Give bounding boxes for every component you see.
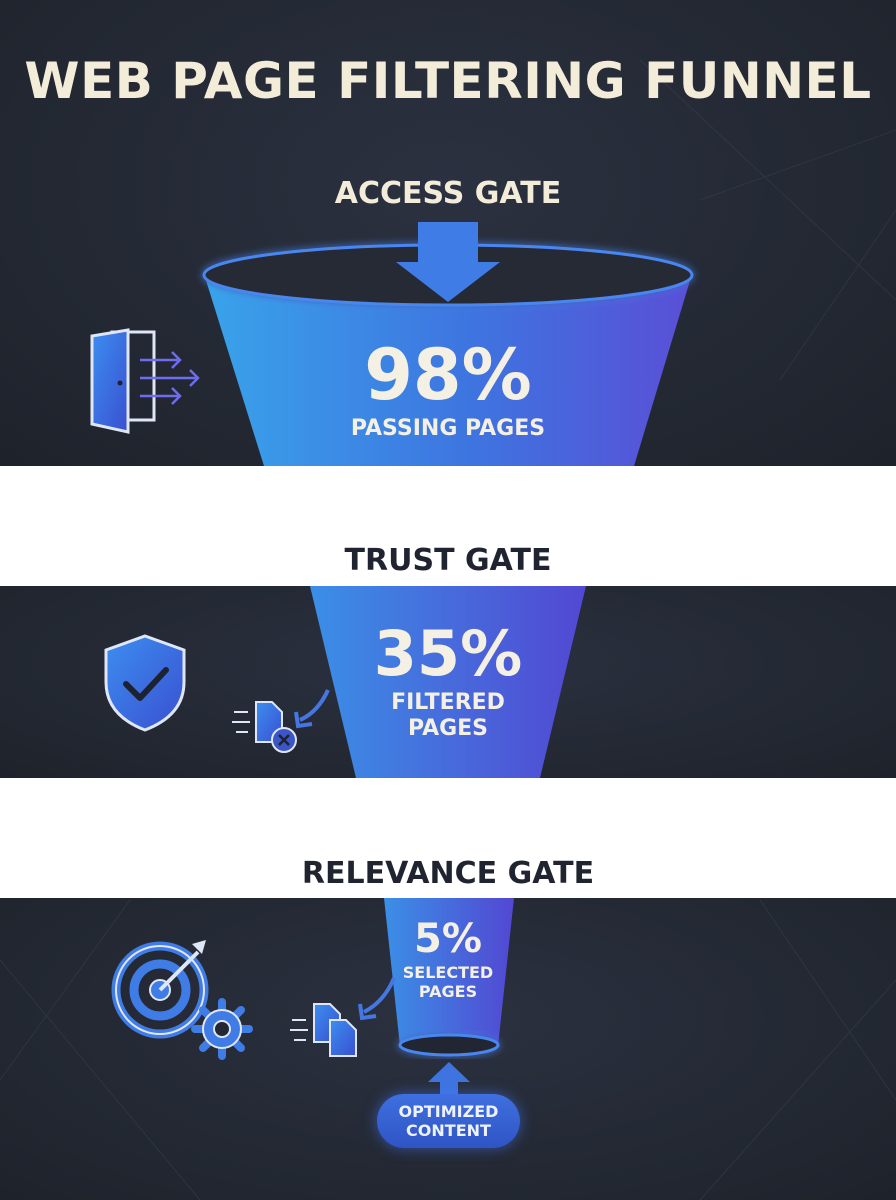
- stat-relevance-caption-line2: PAGES: [418, 982, 478, 1002]
- gate-label-trust: TRUST GATE: [344, 543, 552, 578]
- funnel-stage-relevance: [384, 898, 514, 1094]
- gate-label-relevance: RELEVANCE GATE: [301, 856, 595, 891]
- stat-trust-caption-line1: FILTERED: [391, 690, 505, 715]
- shield-check-icon: [104, 634, 186, 732]
- stat-trust: 35% FILTERED PAGES: [348, 618, 548, 743]
- rejected-document-icon: [232, 689, 330, 753]
- stat-trust-caption-line2: PAGES: [407, 716, 489, 742]
- optimized-content-button[interactable]: OPTIMIZED CONTENT: [377, 1094, 520, 1148]
- stat-trust-percent: 35%: [373, 617, 523, 690]
- funnel-stage-access: [202, 222, 694, 466]
- page-title: WEB PAGE FILTERING FUNNEL: [24, 52, 872, 110]
- background-lines: [0, 59, 896, 1200]
- stat-access-caption: PASSING PAGES: [350, 416, 546, 441]
- stat-relevance-percent: 5%: [414, 916, 482, 962]
- target-icon: [111, 940, 209, 1039]
- funnel-stage-trust: [310, 586, 586, 778]
- gate-label-access: ACCESS GATE: [334, 176, 562, 211]
- white-band-trust: [0, 466, 896, 586]
- gear-icon: [191, 998, 253, 1060]
- door-exit-icon: [90, 328, 200, 434]
- stat-access: 98% PASSING PAGES: [298, 334, 598, 442]
- documents-icon: [290, 977, 396, 1057]
- stat-access-percent: 98%: [364, 334, 532, 416]
- stat-relevance-caption-line1: SELECTED: [402, 963, 494, 982]
- white-band-relevance: [0, 778, 896, 898]
- stat-relevance: 5% SELECTED PAGES: [388, 915, 508, 1001]
